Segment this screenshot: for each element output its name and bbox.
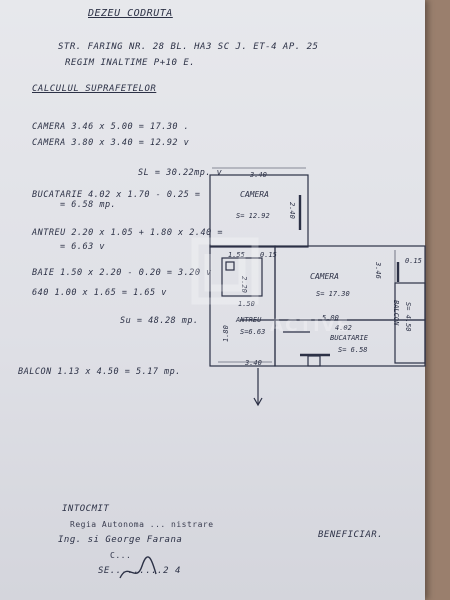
calc-line: BUCATARIE 4.02 x 1.70 - 0.25 = <box>32 190 201 200</box>
calc-line: CAMERA 3.80 x 3.40 = 12.92 v <box>32 138 190 148</box>
signature-left-title: INTOCMIT <box>62 504 110 514</box>
dimension-label: 1.50 <box>238 300 255 308</box>
room-area: S= 6.58 <box>338 346 368 354</box>
calc-line: ANTREU 2.20 x 1.05 + 1.80 x 2.40 = <box>32 228 223 238</box>
room-area: S= 12.92 <box>236 212 270 220</box>
dimension-label: 4.02 <box>335 324 352 332</box>
calc-line: BALCON 1.13 x 4.50 = 5.17 mp. <box>18 367 181 377</box>
calc-line: BAIE 1.50 x 2.20 - 0.20 = 3.20 v <box>32 268 212 278</box>
room-name: CAMERA <box>240 190 269 199</box>
watermark-logo-icon <box>191 237 259 305</box>
room-name: ANTREU <box>236 316 262 324</box>
calc-line: = 6.58 mp. <box>60 200 117 210</box>
signature-left-org: Regia Autonoma ... nistrare <box>70 520 214 529</box>
document-sheet: DEZEU CODRUTA STR. FARING NR. 28 BL. HA3… <box>0 0 426 600</box>
calc-line: SL = 30.22mp. v <box>138 168 223 178</box>
dimension-label: 0.15 <box>405 257 422 265</box>
calc-line: 640 1.00 x 1.65 = 1.65 v <box>32 288 167 298</box>
room-area: S=6.63 <box>240 328 266 336</box>
signature-left-name: Ing. si George Farana <box>58 535 183 545</box>
watermark-text: ACTIVE <box>270 316 351 336</box>
room-name: BUCATARIE <box>330 334 368 342</box>
address-line: STR. FARING NR. 28 BL. HA3 SC J. ET-4 AP… <box>58 42 319 52</box>
dimension-label: 5.00 <box>322 314 339 322</box>
dimension-label: 3.40 <box>250 171 267 179</box>
calc-line: Su = 48.28 mp. <box>120 316 199 326</box>
dimension-label: 0.15 <box>260 251 277 259</box>
beneficiary-label: BENEFICIAR. <box>318 530 384 540</box>
calc-line: = 6.63 v <box>60 242 105 252</box>
calc-line: CAMERA 3.46 x 5.00 = 17.30 . <box>32 122 190 132</box>
handwritten-signature-icon <box>119 556 157 579</box>
document-title: DEZEU CODRUTA <box>88 8 173 19</box>
signature-left-extra: C... <box>110 551 132 560</box>
room-name: CAMERA <box>310 272 339 281</box>
dimension-label: 3.40 <box>245 359 262 367</box>
dimension-label: 1.55 <box>228 251 245 259</box>
room-area: S= 17.30 <box>316 290 350 298</box>
calc-heading: CALCULUL SUPRAFETELOR <box>32 84 157 94</box>
watermark: ACTIVE <box>190 236 450 386</box>
regime-line: REGIM INALTIME P+10 E. <box>65 58 196 68</box>
dimension-label: 2.40 <box>288 202 296 219</box>
